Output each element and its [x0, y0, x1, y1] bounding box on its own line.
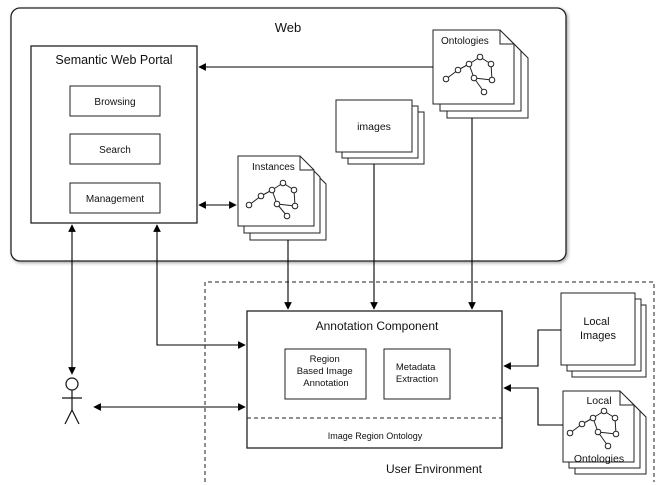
portal-title: Semantic Web Portal	[55, 53, 172, 67]
user-environment-boundary	[204, 281, 655, 482]
arrow-local-images-to-annotation	[503, 329, 561, 370]
local-ontologies-top-label: Local	[586, 395, 611, 407]
browsing-label: Browsing	[94, 97, 135, 108]
user-environment-label: User Environment	[386, 462, 483, 476]
browsing-box	[69, 85, 161, 117]
region-annotation-box	[284, 348, 367, 400]
image-region-ontology-label: Image Region Ontology	[328, 431, 423, 441]
images-stack: images	[335, 99, 425, 165]
annotation-title: Annotation Component	[316, 319, 439, 333]
metadata-extraction-box	[383, 348, 451, 400]
instances-label: Instances	[252, 162, 295, 173]
local-images-stack: Local Images	[560, 292, 647, 378]
region-annotation-label: Region Based Image Annotation	[297, 354, 356, 389]
search-box	[69, 133, 161, 165]
ontologies-graph-icon	[442, 53, 496, 96]
metadata-extraction-label: Metadata Extraction	[396, 362, 438, 385]
management-label: Management	[86, 194, 145, 205]
local-ontologies-graph-icon	[566, 407, 620, 450]
user-icon	[62, 377, 82, 425]
ontologies-label: Ontologies	[441, 36, 489, 47]
arrow-portal-annotation	[153, 224, 246, 349]
search-label: Search	[99, 145, 131, 156]
ontologies-stack: Ontologies	[432, 29, 529, 119]
management-box	[69, 182, 161, 214]
web-label: Web	[275, 20, 302, 35]
local-images-label: Local Images	[580, 316, 617, 342]
instances-stack: Instances	[237, 155, 327, 241]
instances-graph-icon	[245, 179, 299, 220]
arrow-local-ontologies-to-annotation	[503, 384, 563, 426]
local-ontologies-bottom-label: Ontologies	[574, 453, 624, 465]
images-label: images	[357, 121, 391, 133]
local-ontologies-stack: Local Ontologies	[562, 390, 647, 475]
